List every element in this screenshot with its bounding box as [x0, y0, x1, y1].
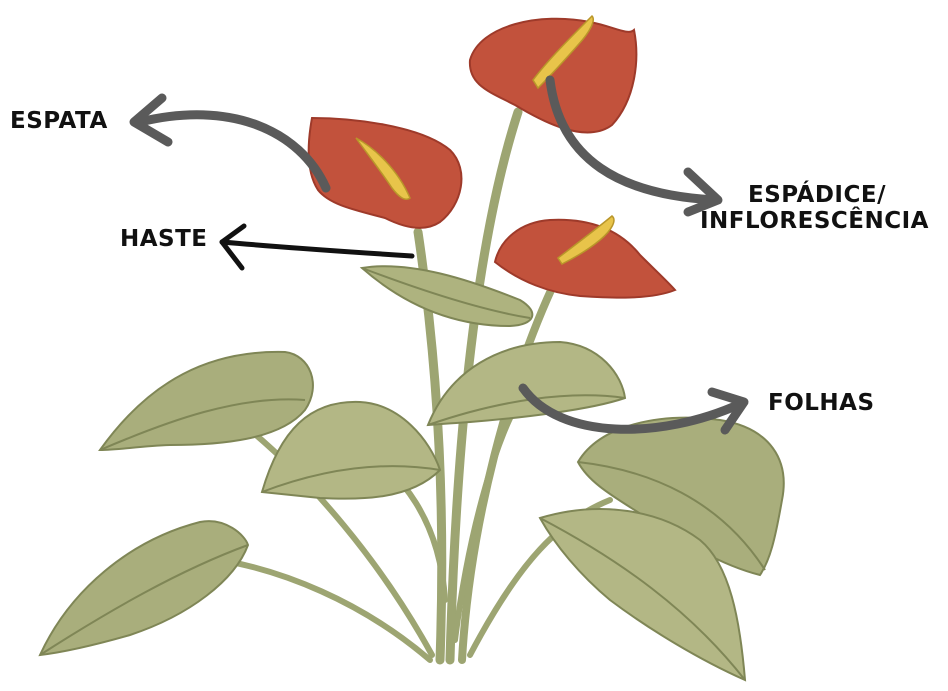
arrow-haste-group	[222, 226, 412, 268]
arrow-espata	[140, 115, 326, 188]
label-espadice-line1: ESPÁDICE/	[700, 182, 929, 208]
label-haste: HASTE	[120, 226, 208, 252]
spathe-top	[470, 19, 636, 133]
arrow-haste-head	[222, 226, 244, 268]
stem-leaf-lower-left	[220, 560, 430, 660]
label-espata: ESPATA	[10, 108, 108, 134]
leaf-upper-left	[100, 352, 313, 450]
flower-left	[309, 118, 462, 228]
flowers	[309, 16, 675, 298]
arrow-haste	[222, 242, 412, 256]
spathe-right	[495, 220, 675, 298]
flower-right	[495, 216, 675, 298]
flower-top	[470, 16, 636, 132]
label-folhas: FOLHAS	[768, 390, 875, 416]
label-espadice: ESPÁDICE/ INFLORESCÊNCIA	[700, 182, 929, 235]
leaf-top-center	[362, 266, 532, 326]
label-espadice-line2: INFLORESCÊNCIA	[700, 208, 929, 234]
leaf-center	[428, 342, 625, 425]
